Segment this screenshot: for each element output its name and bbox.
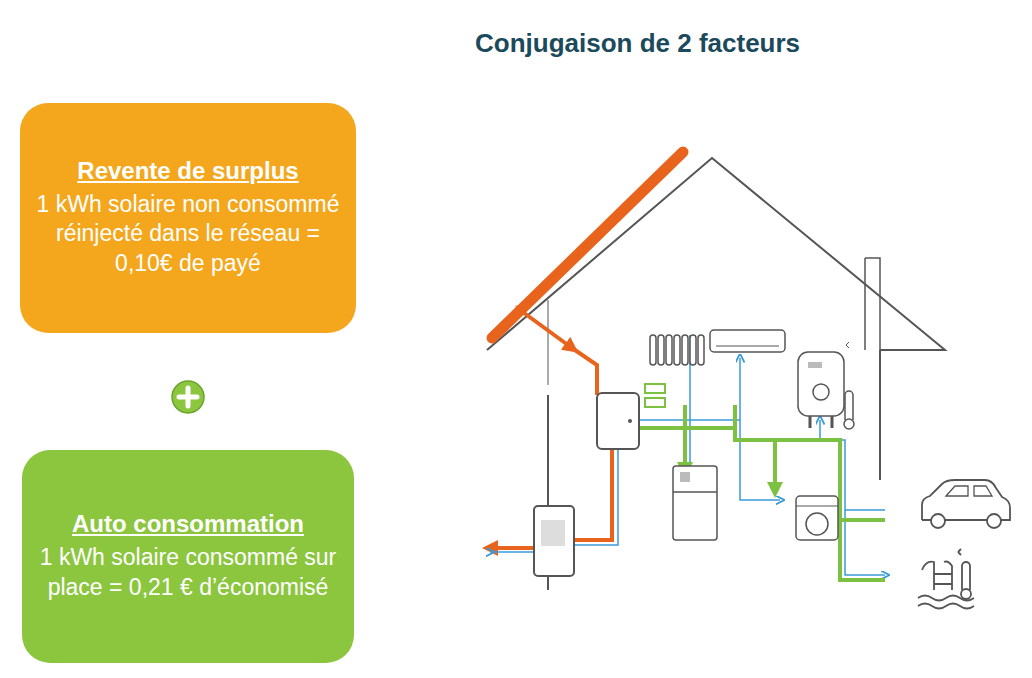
diagram-title: Conjugaison de 2 facteurs bbox=[475, 28, 800, 59]
box-body: 1 kWh solaire non consommé réinjecté dan… bbox=[36, 190, 340, 280]
washing-machine bbox=[796, 496, 838, 540]
box-body: 1 kWh solaire consommé sur place = 0,21 … bbox=[38, 543, 338, 603]
grid-line bbox=[490, 335, 885, 575]
air-conditioner bbox=[710, 330, 785, 352]
plus-icon bbox=[172, 381, 204, 413]
fridge bbox=[673, 466, 717, 540]
info-box: Auto consommation 1 kWh solaire consommé … bbox=[22, 450, 354, 663]
heated-pool bbox=[918, 549, 974, 609]
house-outline bbox=[487, 158, 945, 590]
box-heading: Revente de surplus bbox=[36, 157, 340, 186]
electric-car bbox=[922, 480, 1010, 528]
info-box: Revente de surplus 1 kWh solaire non cons… bbox=[20, 103, 356, 333]
inverter bbox=[597, 384, 665, 449]
water-heater bbox=[798, 342, 854, 429]
electric-meter bbox=[534, 506, 574, 576]
radiator bbox=[650, 335, 704, 365]
consumption-line bbox=[640, 405, 885, 580]
box-heading: Auto consommation bbox=[38, 510, 338, 539]
